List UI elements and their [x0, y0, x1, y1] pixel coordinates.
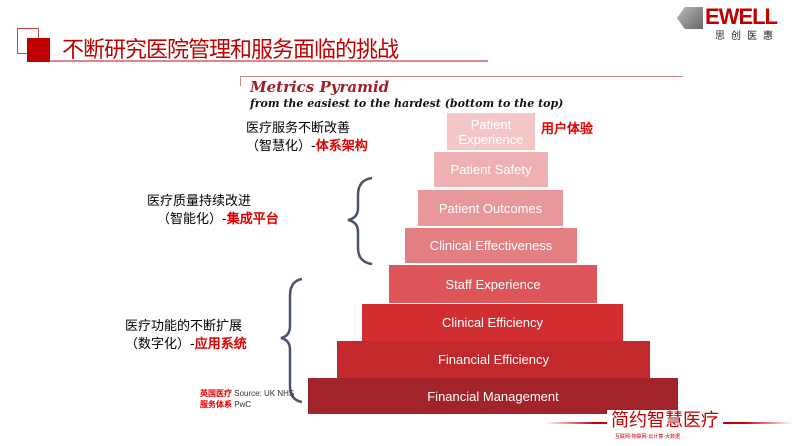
pyramid-layer: Patient Safety — [434, 152, 548, 187]
pyramid-layer: Patient Experience — [447, 113, 535, 150]
page-title: 不断研究医院管理和服务面临的挑战 — [62, 38, 399, 63]
annotation-highlight: 应用系统 — [194, 337, 247, 352]
logo-mark-icon — [677, 7, 703, 29]
annotation-highlight: 体系架构 — [315, 139, 368, 154]
pyramid-layer: Financial Efficiency — [337, 341, 650, 378]
brace-icon — [347, 176, 373, 266]
annotation-user-experience: 用户体验 — [541, 122, 594, 137]
annotation-middle: 医疗质量持续改进 （智能化）-集成平台 — [147, 193, 279, 229]
annotation-bottom: 医疗功能的不断扩展 （数字化）-应用系统 — [125, 318, 247, 354]
pyramid-layer: Clinical Efficiency — [362, 304, 623, 341]
footer-brand: 简约智慧医疗 互联网·物联网·云计算·大数据 — [545, 410, 793, 444]
annotation-line: 医疗服务不断改善 — [246, 121, 351, 136]
title-underline — [50, 60, 488, 62]
logo-text: EWELL — [705, 4, 778, 29]
brace-icon — [280, 277, 303, 404]
pyramid-layer: Staff Experience — [389, 265, 597, 303]
footer-brand-text: 简约智慧医疗 — [607, 410, 723, 431]
source-label: 英国医疗 — [200, 389, 232, 398]
annotation-top: 医疗服务不断改善 （智慧化）-体系架构 — [246, 120, 368, 156]
annotation-line: （数字化）- — [125, 337, 195, 352]
pyramid-layer: Clinical Effectiveness — [405, 228, 577, 263]
frame-line — [240, 76, 241, 86]
logo-subtext: 思创医惠 — [715, 31, 779, 42]
annotation-line: （智能化）- — [157, 212, 227, 227]
pyramid-title: Metrics Pyramid — [250, 78, 390, 96]
pyramid-layer: Patient Outcomes — [418, 190, 563, 226]
title-decoration — [27, 38, 50, 62]
source-note: 英国医疗 Source: UK NHS 服务体系 PwC — [200, 388, 294, 410]
source-text: PwC — [234, 400, 252, 409]
pyramid-layer: Financial Management — [308, 378, 678, 414]
annotation-highlight: 集成平台 — [226, 212, 279, 227]
annotation-line: 医疗功能的不断扩展 — [125, 319, 243, 334]
annotation-line: 医疗质量持续改进 — [147, 194, 252, 209]
pyramid-subtitle: from the easiest to the hardest (bottom … — [250, 97, 564, 110]
company-logo: EWELL 思创医惠 — [677, 5, 789, 45]
source-label: 服务体系 — [200, 400, 232, 409]
annotation-line: （智慧化）- — [246, 139, 316, 154]
source-text: Source: UK NHS — [234, 389, 295, 398]
frame-line — [240, 76, 683, 77]
footer-tagline: 互联网·物联网·云计算·大数据 — [615, 434, 680, 440]
